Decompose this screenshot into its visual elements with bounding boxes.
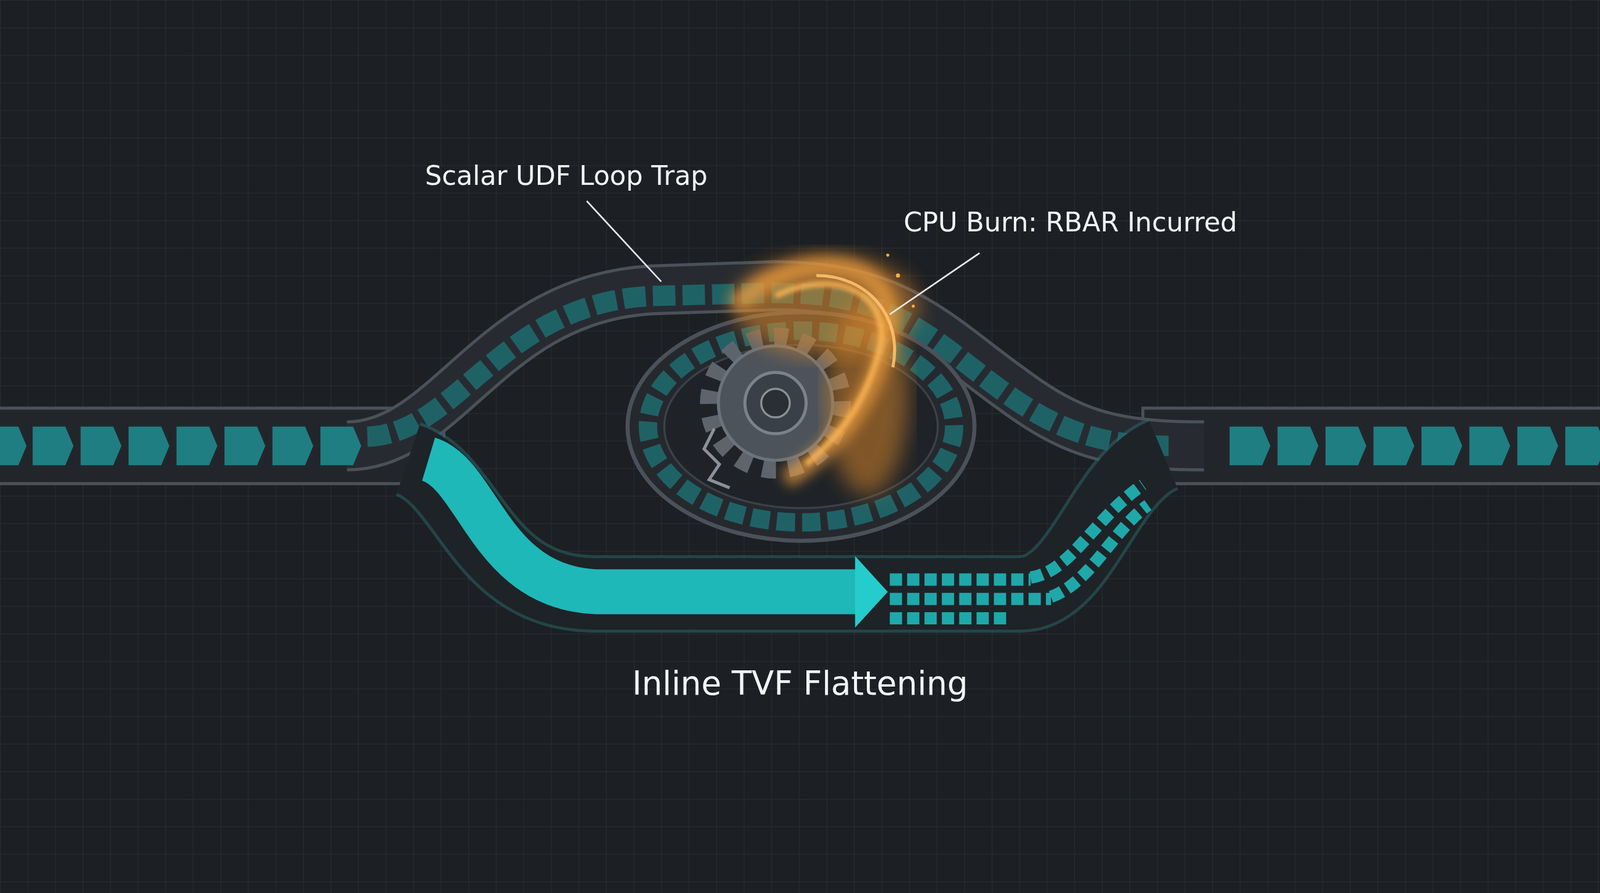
spark — [895, 273, 900, 278]
chevron — [320, 426, 362, 466]
callout-label: CPU Burn: RBAR Incurred — [903, 206, 1238, 238]
chevron — [272, 426, 314, 466]
leader-line — [586, 201, 662, 282]
set-blocks — [889, 484, 1148, 619]
fast-band — [408, 454, 1164, 594]
block-row — [1051, 505, 1149, 598]
block-row — [889, 612, 1010, 625]
chevron — [1325, 426, 1367, 466]
fast-band-outline — [408, 454, 1164, 594]
gear-body — [718, 345, 834, 461]
burn-swirl — [734, 265, 889, 480]
block-row — [889, 573, 1031, 586]
chevron — [1565, 426, 1600, 466]
chevron — [1469, 426, 1510, 466]
flatten-arrow — [428, 459, 857, 592]
cpu-burn — [734, 253, 919, 495]
row-blocks — [647, 330, 955, 523]
spark — [886, 253, 889, 257]
burn-swirl — [816, 275, 895, 368]
callout-label: Scalar UDF Loop Trap — [425, 160, 708, 192]
gear-axle — [761, 388, 790, 418]
chevron — [1517, 426, 1559, 466]
gear-debris — [704, 428, 730, 488]
chevron — [1277, 426, 1319, 466]
chevron — [1229, 426, 1271, 466]
path-label: Inline TVF Flattening — [631, 664, 969, 704]
burn-swirl — [775, 283, 882, 464]
chevron-blocks — [0, 426, 1600, 466]
chevron — [1373, 426, 1414, 466]
arrow-head — [855, 556, 888, 628]
leader-line — [889, 252, 980, 314]
chevron — [1421, 426, 1463, 466]
chevron — [32, 426, 74, 466]
chevron — [0, 426, 27, 466]
block-row — [889, 593, 1051, 606]
track-band — [1143, 408, 1600, 484]
gear-hub — [744, 372, 806, 434]
chevron — [224, 426, 266, 466]
chevron — [80, 426, 122, 466]
chevron — [176, 426, 218, 466]
chevron — [128, 426, 170, 466]
spark — [911, 304, 915, 308]
